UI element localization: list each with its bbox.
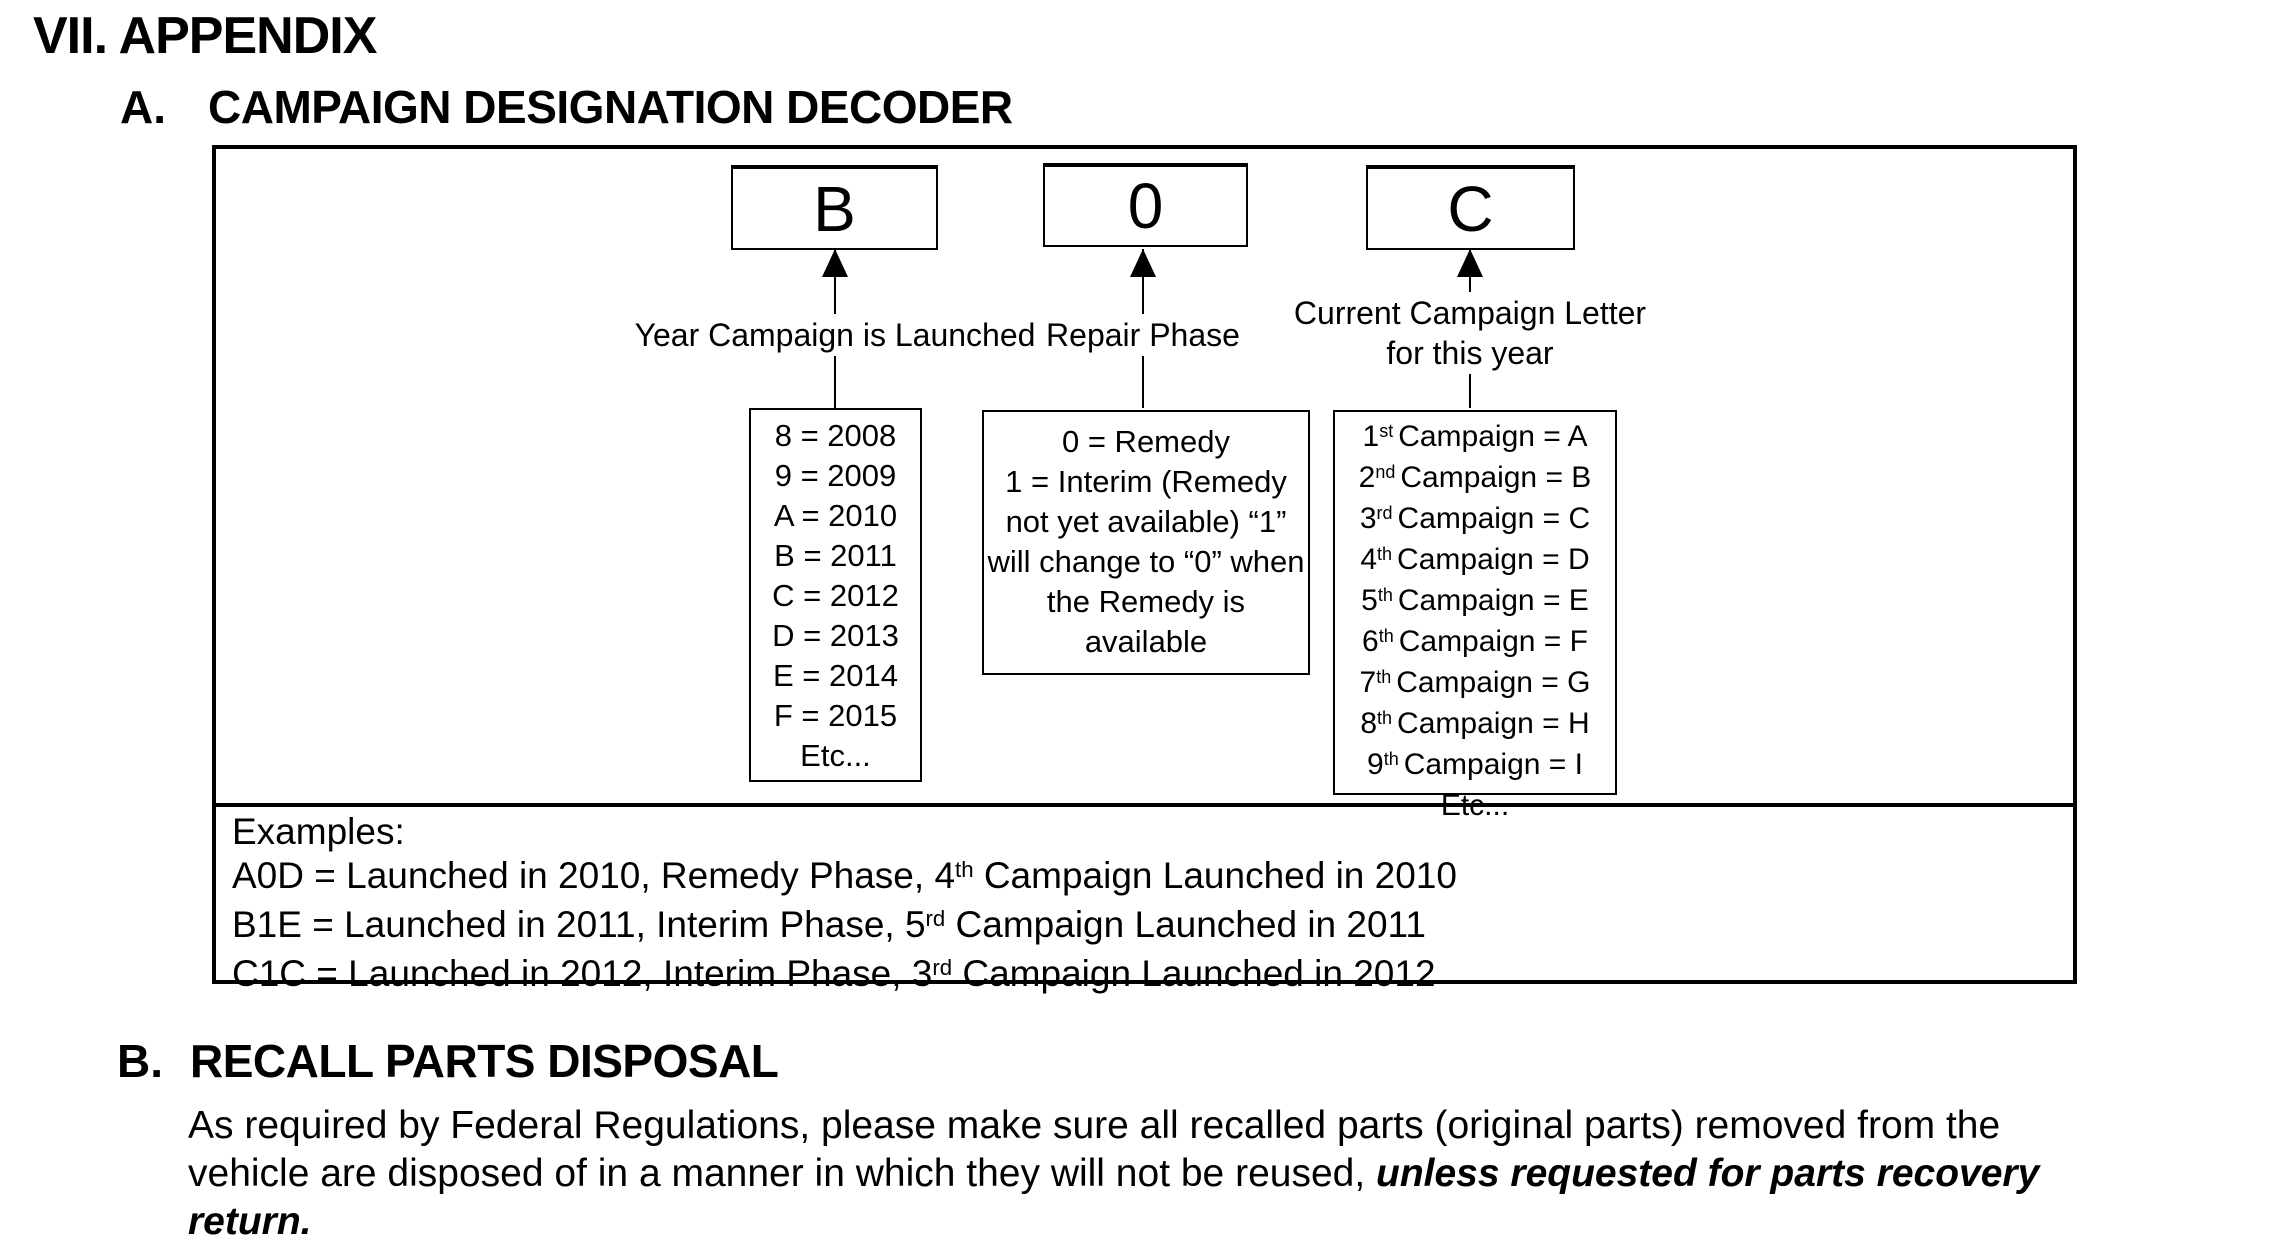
- examples-panel: Examples: A0D = Launched in 2010, Remedy…: [216, 803, 2073, 994]
- legend-line: the Remedy is: [1046, 584, 1246, 619]
- label-repair-phase: Repair Phase: [1038, 314, 1248, 356]
- legend-line: not yet available) “1”: [1005, 504, 1287, 539]
- body-line: return.: [188, 1200, 312, 1243]
- label-current-line2: for this year: [1386, 335, 1554, 371]
- recall-parts-disposal-text: As required by Federal Regulations, plea…: [188, 1102, 2039, 1246]
- section-b-heading: RECALL PARTS DISPOSAL: [190, 1035, 779, 1087]
- legend-line: 1 = Interim (Remedy: [1005, 464, 1287, 499]
- section-b-number: B.: [117, 1035, 163, 1087]
- code-box-year: B: [731, 165, 938, 250]
- legend-line: F = 2015: [773, 698, 898, 733]
- up-arrow-icon: [1130, 249, 1156, 277]
- legend-line: Etc...: [800, 738, 871, 773]
- up-arrow-icon: [822, 249, 848, 277]
- legend-line: 8 = 2008: [774, 418, 897, 453]
- page-title: VII. APPENDIX: [33, 7, 377, 65]
- body-line: vehicle are disposed of in a manner in w…: [188, 1152, 2040, 1195]
- example-item: B1E = Launched in 2011, Interim Phase, 5…: [232, 904, 1426, 945]
- label-current-line1: Current Campaign Letter: [1293, 295, 1647, 331]
- example-item: A0D = Launched in 2010, Remedy Phase, 4t…: [232, 855, 1457, 896]
- section-a-number: A.: [120, 81, 166, 133]
- legend-line: B = 2011: [774, 538, 897, 573]
- legend-line: E = 2014: [773, 658, 898, 693]
- legend-line: A = 2010: [773, 498, 898, 533]
- legend-line: will change to “0” when: [987, 544, 1305, 579]
- label-current-campaign: Current Campaign Letter for this year: [1285, 292, 1655, 374]
- legend-line: available: [1084, 624, 1208, 659]
- legend-line: 0 = Remedy: [1061, 424, 1230, 459]
- campaign-decoder-diagram: B 0 C Year Campaign is Launched Repair P…: [212, 145, 2077, 994]
- legend-line: Etc...: [1440, 789, 1510, 822]
- examples-heading: Examples:: [232, 811, 405, 852]
- legend-line: C = 2012: [772, 578, 899, 613]
- year-legend-box: 8 = 2008 9 = 2009 A = 2010 B = 2011 C = …: [749, 408, 922, 782]
- body-line: As required by Federal Regulations, plea…: [188, 1104, 2001, 1147]
- phase-legend-box: 0 = Remedy 1 = Interim (Remedy not yet a…: [982, 410, 1310, 675]
- legend-line: 9 = 2009: [774, 458, 897, 493]
- label-year-campaign: Year Campaign is Launched: [626, 314, 1044, 356]
- legend-line: D = 2013: [772, 618, 899, 653]
- code-box-current: C: [1366, 165, 1575, 250]
- code-year-letter: B: [813, 172, 856, 245]
- up-arrow-icon: [1457, 249, 1483, 277]
- section-a-heading: CAMPAIGN DESIGNATION DECODER: [208, 81, 1013, 133]
- code-box-phase: 0: [1043, 163, 1248, 247]
- code-phase-digit: 0: [1127, 170, 1164, 242]
- example-item: C1C = Launched in 2012, Interim Phase, 3…: [232, 953, 1436, 994]
- code-current-letter: C: [1447, 172, 1494, 245]
